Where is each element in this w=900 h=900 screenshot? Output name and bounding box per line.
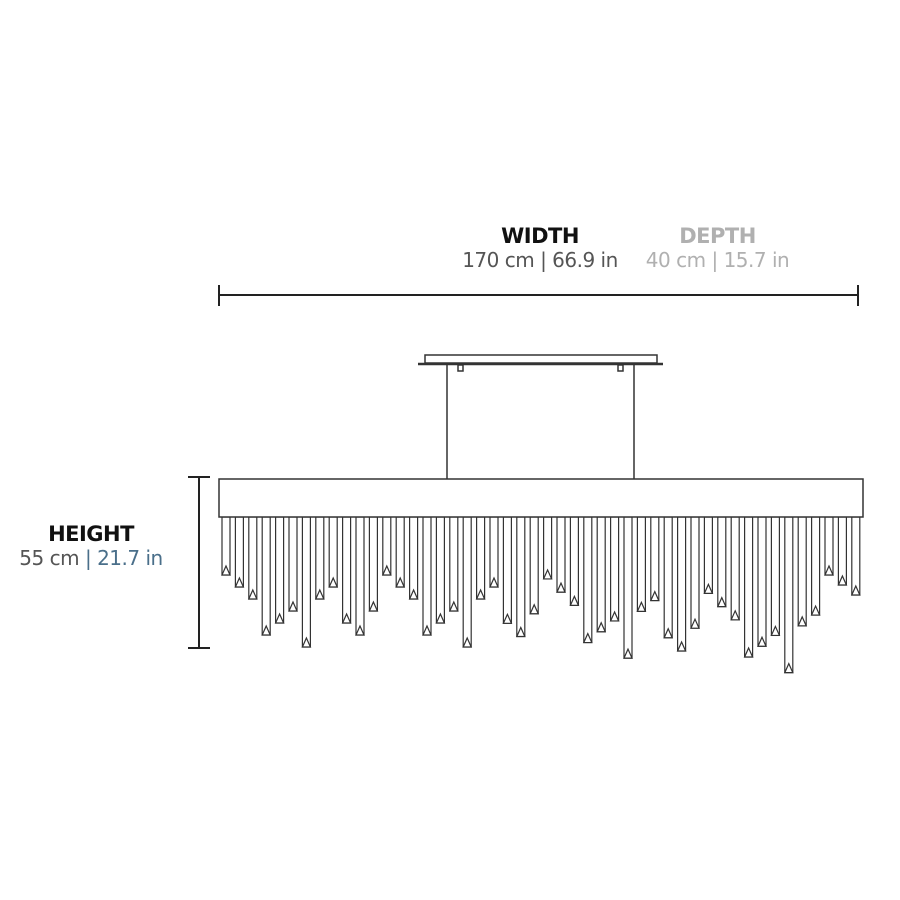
crystal-pendant: [395, 516, 406, 588]
crystal-pendant: [435, 516, 446, 624]
crystal-pendant: [502, 516, 513, 624]
crystal-pendant: [328, 516, 339, 588]
crystal-pendant: [582, 516, 593, 644]
depth-label: DEPTH 40 cm | 15.7 in: [630, 224, 805, 272]
crystal-pendant: [529, 516, 540, 615]
height-value: 55 cm | 21.7 in: [0, 546, 182, 570]
crystal-pendant: [301, 516, 312, 648]
canopy-clip-left: [457, 364, 464, 372]
depth-separator: |: [711, 248, 718, 272]
crystal-pendant: [515, 516, 526, 638]
width-label: WIDTH 170 cm | 66.9 in: [440, 224, 640, 272]
depth-title: DEPTH: [679, 224, 756, 248]
crystal-pendant: [663, 516, 674, 639]
crystal-pendant: [261, 516, 272, 636]
height-label: HEIGHT 55 cm | 21.7 in: [0, 522, 182, 570]
crystal-pendant: [221, 516, 231, 576]
crystal-pendant: [850, 516, 861, 596]
crystal-pendant: [234, 516, 245, 588]
ceiling-canopy-plate: [424, 354, 658, 364]
crystal-pendant: [797, 516, 808, 627]
height-separator: |: [84, 546, 92, 570]
crystal-pendant: [743, 516, 754, 658]
crystal-pendant: [381, 516, 392, 576]
crystal-pendant: [609, 516, 620, 622]
depth-value: 40 cm | 15.7 in: [630, 248, 805, 272]
height-title: HEIGHT: [48, 522, 134, 546]
crystal-pendant: [824, 516, 834, 576]
crystal-pendant: [783, 516, 794, 674]
height-cm: 55 cm: [19, 546, 80, 570]
crystal-pendant: [408, 516, 419, 600]
crystal-pendant: [448, 516, 459, 612]
width-title: WIDTH: [501, 224, 579, 248]
width-in: 66.9 in: [552, 248, 618, 272]
crystal-pendant: [716, 516, 727, 608]
depth-in: 15.7 in: [723, 248, 790, 272]
crystal-pendant: [462, 516, 473, 648]
crystal-pendant: [556, 516, 566, 593]
crystal-pendant: [730, 516, 741, 621]
height-in: 21.7 in: [97, 546, 163, 570]
crystal-pendant: [314, 516, 325, 600]
crystal-pendant: [623, 516, 633, 659]
width-value: 170 cm | 66.9 in: [440, 248, 640, 272]
crystal-pendant: [596, 516, 607, 633]
crystal-pendant: [542, 516, 553, 580]
crystal-pendant: [757, 516, 767, 647]
crystal-pendant: [703, 516, 714, 594]
crystal-pendant: [274, 516, 285, 624]
crystal-pendant: [770, 516, 781, 637]
crystal-pendant: [368, 516, 379, 612]
depth-cm: 40 cm: [645, 248, 706, 272]
chandelier-frame: [218, 478, 864, 518]
crystal-pendant: [422, 516, 432, 636]
crystal-pendant: [288, 516, 298, 612]
crystal-pendant: [690, 516, 700, 629]
crystal-pendant: [649, 516, 660, 602]
crystal-pendant: [247, 516, 258, 600]
width-separator: |: [540, 248, 547, 272]
crystal-pendant: [837, 516, 848, 586]
crystal-pendant: [475, 516, 486, 600]
crystal-pendants: [221, 516, 861, 674]
crystal-pendant: [341, 516, 352, 624]
canopy-clip-right: [617, 364, 624, 372]
crystal-pendant: [489, 516, 499, 588]
crystal-pendant: [636, 516, 647, 612]
crystal-pendant: [355, 516, 365, 636]
crystal-pendant: [810, 516, 821, 616]
width-cm: 170 cm: [462, 248, 535, 272]
crystal-pendant: [676, 516, 687, 652]
crystal-pendant: [569, 516, 580, 606]
